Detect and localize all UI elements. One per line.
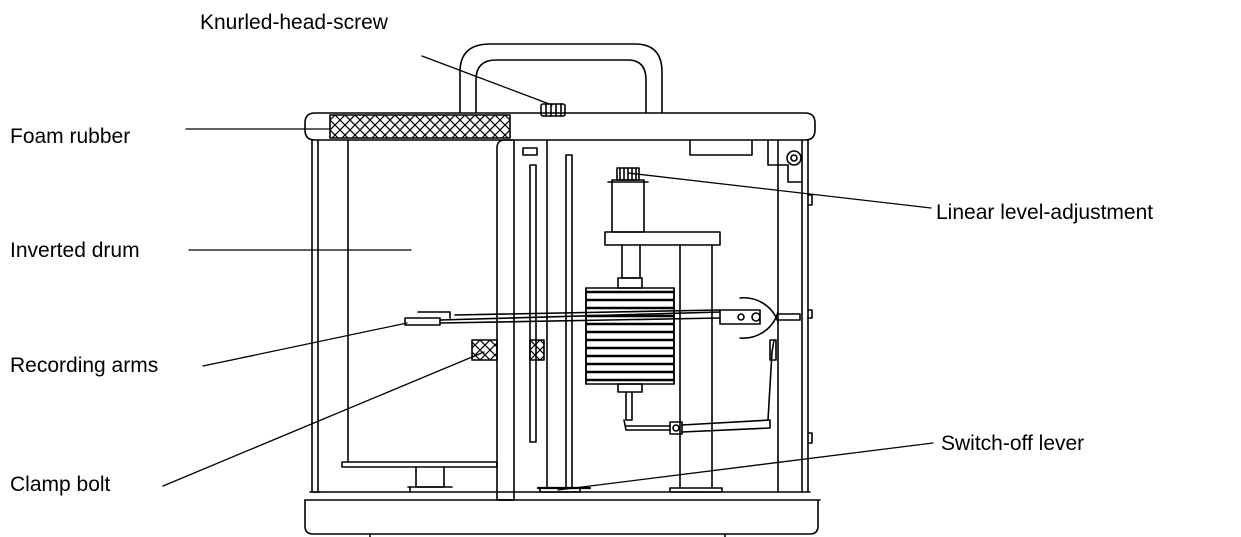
label-recording-arms: Recording arms: [10, 354, 159, 377]
label-clamp-bolt: Clamp bolt: [10, 473, 111, 496]
lid: [304, 112, 816, 141]
label-inverted-drum: Inverted drum: [10, 239, 140, 262]
level-adjuster: [607, 167, 649, 233]
leader-recording-arms: [202, 322, 408, 367]
label-switch-off-lever: Switch-off lever: [941, 432, 1085, 455]
clamp-bolt-part-right: [529, 339, 545, 361]
leader-clamp-bolt: [162, 351, 485, 487]
disk-mechanism: [719, 296, 801, 339]
linkage: [623, 339, 777, 435]
label-foam-rubber: Foam rubber: [10, 125, 131, 148]
clamp-bolt-part: [471, 339, 498, 361]
bellows: [585, 277, 675, 421]
base: [304, 491, 821, 537]
label-knurled-head-screw: Knurled-head-screw: [200, 11, 388, 34]
handle: [459, 43, 663, 113]
label-linear-level-adjustment: Linear level-adjustment: [936, 201, 1154, 224]
case-right: [777, 139, 813, 493]
drum: [341, 461, 498, 493]
foam-rubber-part: [329, 114, 511, 139]
leader-switch-off-lever: [557, 442, 934, 491]
case-left: [311, 139, 349, 493]
knurled-head-screw-part: [540, 103, 566, 117]
leader-lines: [162, 55, 934, 491]
leader-linear-level-adjustment: [627, 172, 932, 209]
top-bracket: [689, 139, 803, 183]
leader-knurled-head-screw: [421, 55, 553, 106]
